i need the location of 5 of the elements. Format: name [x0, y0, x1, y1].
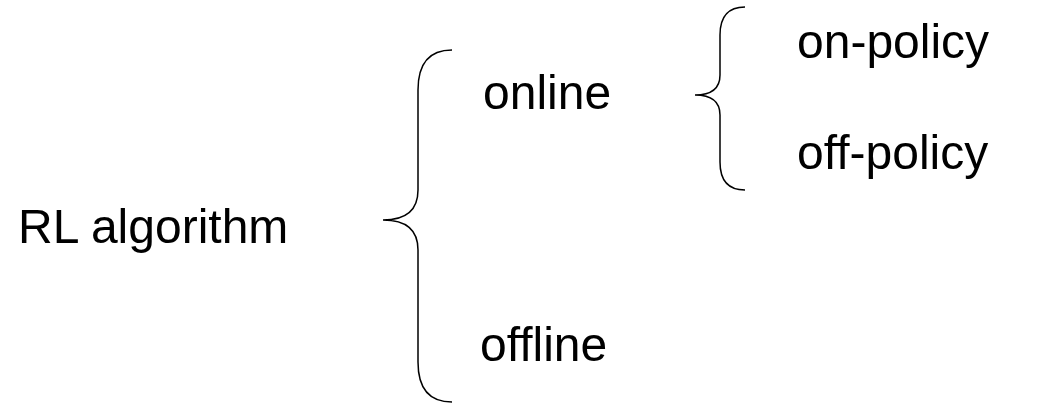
- category-label: RL algorithm: [18, 203, 289, 251]
- category-label: online: [483, 69, 612, 117]
- category-label: off-policy: [797, 129, 989, 177]
- category-label: offline: [480, 321, 608, 369]
- category-label: on-policy: [797, 18, 990, 66]
